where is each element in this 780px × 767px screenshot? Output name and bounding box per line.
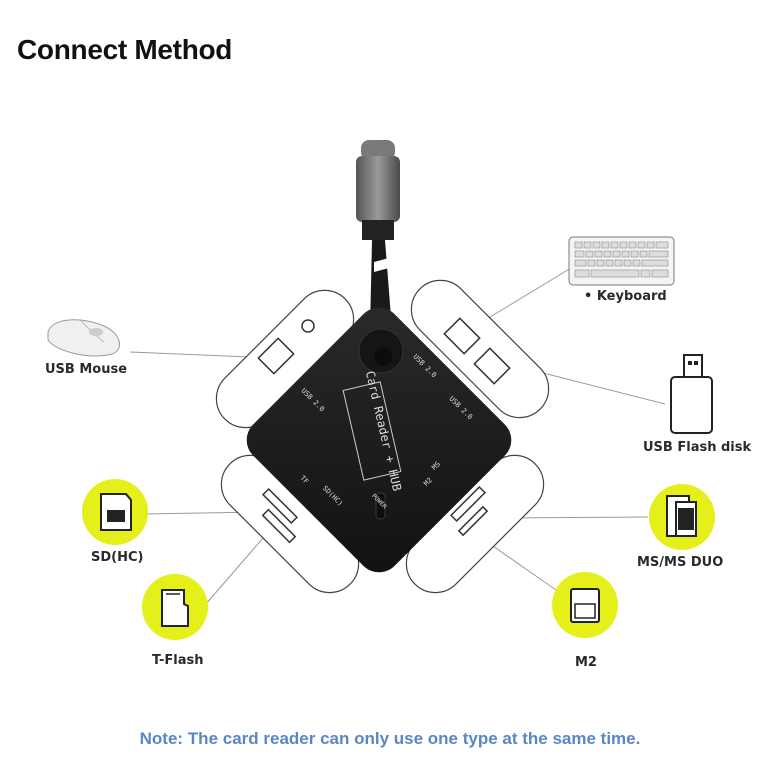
keyboard-label: • Keyboard: [584, 289, 667, 304]
usage-note: Note: The card reader can only use one t…: [139, 729, 641, 748]
usb-c-cable: [356, 140, 400, 330]
t-flash-icon: [142, 574, 208, 640]
page-title: Connect Method: [17, 34, 233, 65]
hub-body: [246, 307, 512, 573]
ms-ms-duo-label: MS/MS DUO: [637, 555, 724, 570]
sd-hc-label: SD(HC): [91, 550, 144, 565]
t-flash-label: T-Flash: [152, 653, 204, 668]
ms-ms-duo-icon: [649, 484, 715, 550]
usb-mouse-label: USB Mouse: [45, 362, 128, 377]
m2-icon: [552, 572, 618, 638]
usb-flash-disk-icon: [670, 354, 713, 434]
mouse-icon: [47, 319, 120, 357]
m2-label: M2: [575, 655, 597, 670]
port-details: [257, 317, 511, 544]
keyboard-icon: [568, 236, 675, 286]
usb-flash-disk-label: USB Flash disk: [643, 440, 752, 455]
sd-hc-icon: [82, 479, 148, 545]
